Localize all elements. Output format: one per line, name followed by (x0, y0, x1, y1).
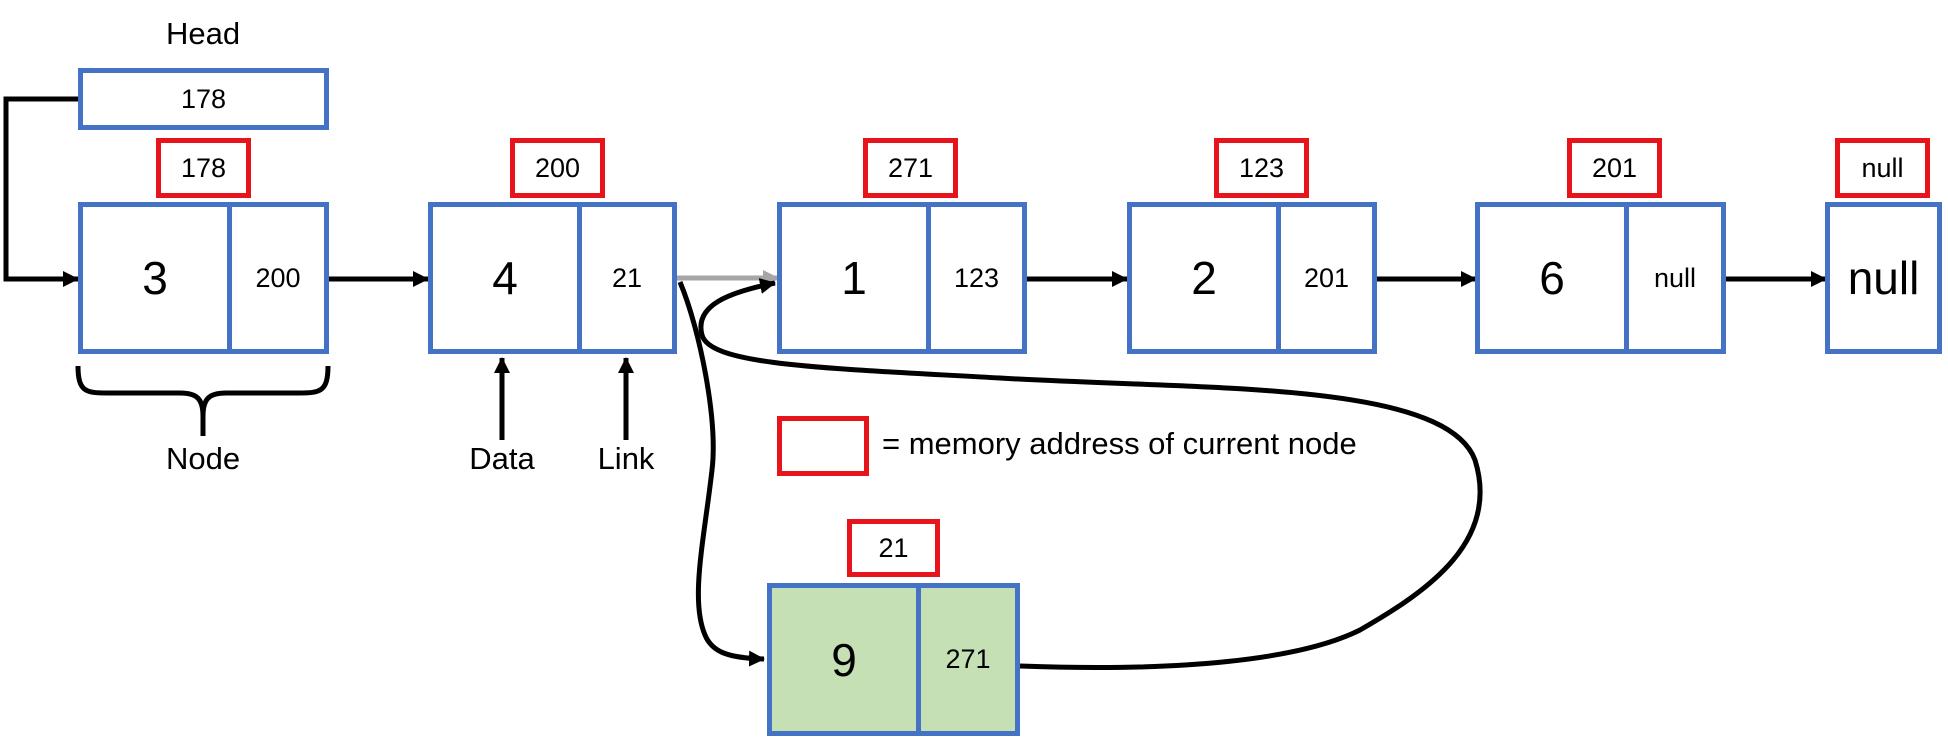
link-label: Link (597, 441, 655, 476)
node-1: 3 200 (78, 202, 329, 354)
node-label: Node (165, 441, 241, 476)
node-5-data: 6 (1480, 207, 1629, 349)
node-5-address: 201 (1567, 138, 1662, 198)
node-2-data: 4 (433, 207, 582, 349)
node-1-address: 178 (156, 138, 251, 198)
arrow-node2-to-inserted (677, 281, 765, 667)
inserted-node-link: 271 (945, 644, 991, 674)
node-4-link: 201 (1303, 262, 1350, 293)
null-address: null (1835, 138, 1930, 198)
head-label: Head (165, 16, 241, 51)
node-3-link: 123 (953, 262, 1000, 293)
head-pointer-arrow (3, 96, 79, 287)
head-pointer-box: 178 (78, 68, 329, 130)
node-2-link: 21 (611, 262, 643, 293)
node-1-link: 200 (255, 262, 301, 293)
node-5-link: null (1653, 262, 1697, 293)
legend-text: = memory address of current node (882, 426, 1357, 461)
inserted-node-address: 21 (847, 519, 940, 577)
node-3-address: 271 (863, 138, 958, 198)
inserted-node-data: 9 (772, 588, 921, 731)
node-3-data: 1 (782, 207, 931, 349)
node-1-data: 3 (83, 207, 232, 349)
null-terminal: null (1825, 202, 1942, 354)
node-5: 6 null (1475, 202, 1726, 354)
node-4-address: 123 (1214, 138, 1309, 198)
legend-address-swatch (777, 416, 869, 476)
node-brace (75, 365, 331, 436)
arrow-inserted-to-node3 (698, 278, 1483, 670)
node-2-address: 200 (510, 138, 605, 198)
node-4: 2 201 (1127, 202, 1377, 354)
node-4-data: 2 (1132, 207, 1281, 349)
node-2: 4 21 (428, 202, 677, 354)
inserted-node: 9 271 (767, 583, 1020, 736)
data-label: Data (469, 441, 535, 476)
node-3: 1 123 (777, 202, 1027, 354)
